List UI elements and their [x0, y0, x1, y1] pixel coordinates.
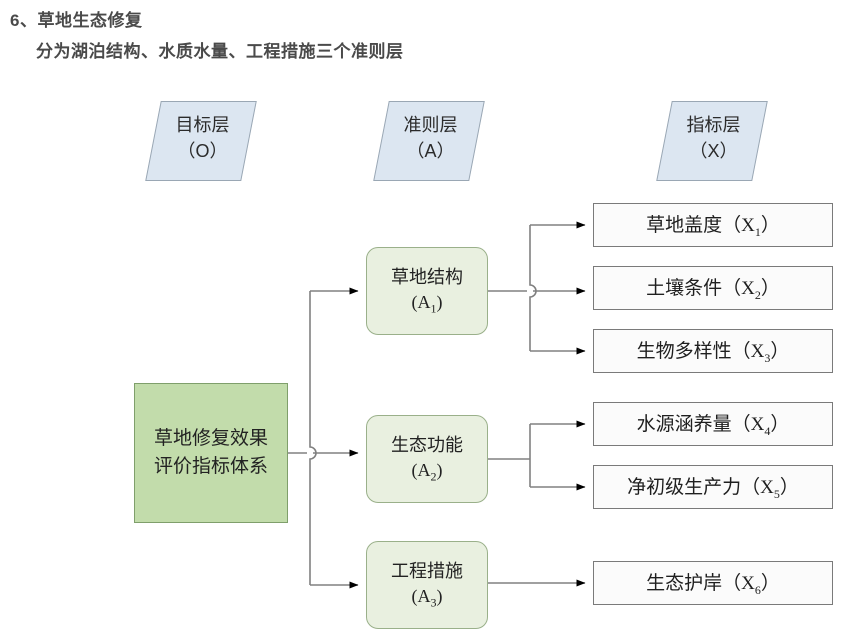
layer-header-goal: 目标层（O）: [145, 101, 257, 181]
indicator-x3-label: 生物多样性（X3）: [636, 341, 790, 365]
layer-header-criterion-label: 准则层（A）: [403, 115, 458, 162]
heading-line-2: 分为湖泊结构、水质水量、工程措施三个准则层: [36, 42, 404, 61]
indicator-box-x6[interactable]: 生态护岸（X6）: [593, 561, 833, 605]
criterion-a1-name: 草地结构: [391, 267, 463, 288]
layer-header-criterion: 准则层（A）: [373, 101, 485, 181]
criterion-box-a2[interactable]: 生态功能 (A2): [366, 415, 488, 503]
heading-line-1: 6、草地生态修复: [10, 11, 143, 30]
goal-box[interactable]: 草地修复效果评价指标体系: [134, 383, 288, 523]
criterion-box-a3[interactable]: 工程措施 (A3): [366, 541, 488, 629]
indicator-x4-label: 水源涵养量（X4）: [636, 414, 790, 438]
indicator-box-x3[interactable]: 生物多样性（X3）: [593, 329, 833, 373]
criterion-a3-code: (A3): [411, 585, 443, 610]
criterion-a1-code: (A1): [411, 291, 443, 316]
layer-header-indicator-label: 指标层（X）: [686, 115, 741, 162]
indicator-x6-label: 生态护岸（X6）: [646, 573, 780, 597]
criterion-box-a1[interactable]: 草地结构 (A1): [366, 247, 488, 335]
indicator-x5-label: 净初级生产力（X5）: [627, 477, 799, 501]
indicator-box-x4[interactable]: 水源涵养量（X4）: [593, 402, 833, 446]
indicator-box-x2[interactable]: 土壤条件（X2）: [593, 266, 833, 310]
indicator-x2-label: 土壤条件（X2）: [646, 278, 780, 302]
criterion-a2-code: (A2): [411, 459, 443, 484]
connector-trunk-vertical: [309, 291, 317, 585]
connector-a1-branch-vertical: [529, 225, 537, 351]
layer-header-indicator: 指标层（X）: [656, 101, 768, 181]
criterion-a2-name: 生态功能: [391, 435, 463, 456]
criterion-a3-name: 工程措施: [391, 561, 463, 582]
indicator-box-x5[interactable]: 净初级生产力（X5）: [593, 465, 833, 509]
indicator-box-x1[interactable]: 草地盖度（X1）: [593, 203, 833, 247]
goal-box-label: 草地修复效果评价指标体系: [153, 427, 268, 478]
indicator-x1-label: 草地盖度（X1）: [646, 215, 780, 239]
layer-header-goal-label: 目标层（O）: [175, 115, 230, 162]
